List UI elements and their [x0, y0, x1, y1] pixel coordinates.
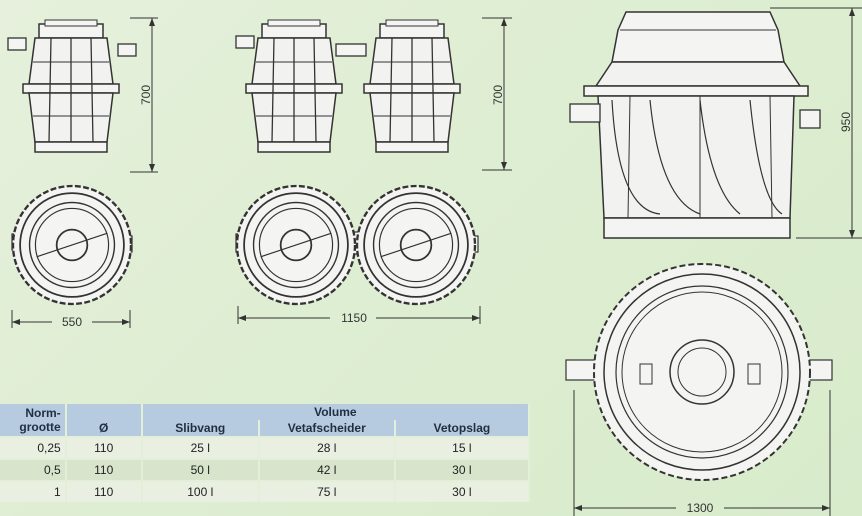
single-tank-side-view: [7, 17, 158, 173]
double-height-dimension: 700: [491, 85, 505, 105]
header-norm-line2: grootte: [19, 420, 61, 434]
single-width-dimension: 550: [62, 315, 82, 329]
large-height-dimension: 950: [839, 112, 853, 132]
single-tank-top-view: [11, 184, 133, 328]
single-height-dimension: 700: [139, 85, 153, 105]
header-slibvang: Slibvang: [141, 420, 260, 437]
header-norm: Norm- grootte: [0, 404, 67, 437]
double-tank-side-view: [235, 17, 512, 171]
large-tank-top-view: [565, 263, 833, 516]
table-row: 0,5 110 50 l 42 l 30 l: [0, 458, 531, 481]
large-tank-side-view: [569, 7, 862, 239]
spec-table: Norm- grootte Ø Volume Slibvang Vetafsch…: [0, 404, 531, 502]
table-header-row: Norm- grootte Ø Volume: [0, 404, 531, 437]
cell-diameter: 110: [65, 480, 143, 502]
table-row: 1 110 100 l 75 l 30 l: [0, 480, 531, 502]
header-diameter: Ø: [65, 404, 143, 437]
cell-diameter: 110: [65, 436, 143, 459]
cell-slibvang: 50 l: [141, 458, 260, 481]
header-vetopslag: Vetopslag: [394, 420, 531, 437]
cell-norm: 0,25: [0, 436, 67, 459]
cell-slibvang: 100 l: [141, 480, 260, 502]
cell-diameter: 110: [65, 458, 143, 481]
double-width-dimension: 1150: [341, 311, 367, 325]
double-tank-top-view: [235, 184, 481, 324]
cell-vetafscheider: 75 l: [258, 480, 396, 502]
cell-vetopslag: 15 l: [394, 436, 531, 459]
table-subheader-row: Slibvang Vetafscheider Vetopslag: [0, 420, 531, 437]
cell-vetopslag: 30 l: [394, 458, 531, 481]
cell-slibvang: 25 l: [141, 436, 260, 459]
header-norm-line1: Norm-: [25, 406, 61, 420]
header-volume: Volume: [141, 404, 531, 420]
cell-norm: 1: [0, 480, 67, 502]
cell-norm: 0,5: [0, 458, 67, 481]
header-vetafscheider: Vetafscheider: [258, 420, 396, 437]
cell-vetafscheider: 42 l: [258, 458, 396, 481]
cell-vetopslag: 30 l: [394, 480, 531, 502]
cell-vetafscheider: 28 l: [258, 436, 396, 459]
table-row: 0,25 110 25 l 28 l 15 l: [0, 436, 531, 459]
large-width-dimension: 1300: [687, 501, 714, 515]
